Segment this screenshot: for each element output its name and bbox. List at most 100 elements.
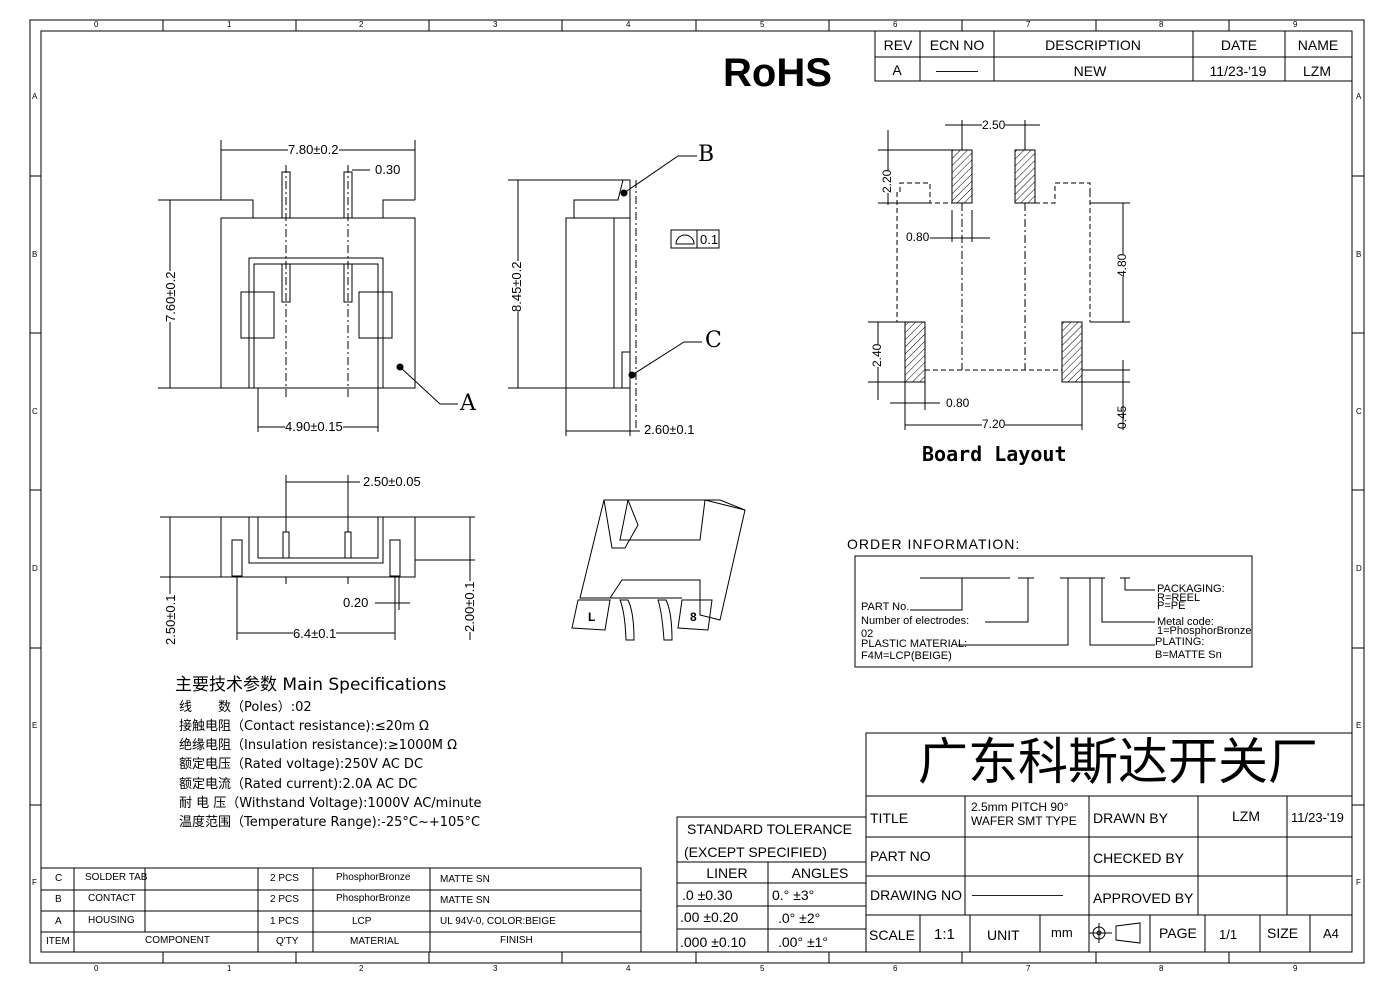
order-packaging: PACKAGING: — [1157, 583, 1225, 595]
dim-bottom-height: 2.50±0.1 — [163, 594, 178, 645]
board-gap: 4.80 — [1115, 253, 1129, 277]
spec-contact-resistance: 接触电阻（Contact resistance):≤20m Ω — [179, 719, 429, 734]
date-header: DATE — [1220, 37, 1258, 53]
bom-header-material: MATERIAL — [350, 936, 400, 947]
rev-header: REV — [883, 37, 913, 53]
grid-col-label: 1 — [227, 964, 232, 973]
grid-col-label: 7 — [1026, 964, 1031, 973]
bom-header-item: ITEM — [46, 936, 70, 947]
grid-col-label: 2 — [359, 964, 364, 973]
revision-table — [874, 30, 1353, 82]
grid-row-label: D — [32, 564, 38, 573]
bom-item-a: A — [55, 916, 62, 927]
board-pitch: 2.50 — [982, 118, 1006, 132]
bom-finish-c: MATTE SN — [440, 874, 490, 885]
tolerance-linear-3: .000 ±0.10 — [680, 934, 747, 950]
grid-row-label: A — [1356, 92, 1362, 101]
specs-title: 主要技术参数 Main Specifications — [175, 675, 447, 695]
front-view — [158, 140, 458, 432]
grid-col-label: 8 — [1159, 964, 1164, 973]
grid-col-label: 1 — [227, 20, 232, 29]
bom-comp-c: SOLDER TAB — [85, 872, 148, 883]
order-electrodes-value: 02 — [861, 628, 874, 640]
board-offset: 0.45 — [1115, 405, 1129, 429]
title-value-line2: WAFER SMT TYPE — [971, 814, 1077, 828]
bom-header-component: COMPONENT — [145, 935, 210, 946]
dim-front-height: 7.60±0.2 — [163, 271, 178, 322]
dim-side-height: 8.45±0.2 — [509, 261, 524, 312]
bom-finish-a: UL 94V-0, COLOR:BEIGE — [440, 916, 556, 927]
dim-bottom-depth: 2.00±0.1 — [462, 581, 477, 632]
order-plastic: PLASTIC MATERIAL: — [861, 638, 968, 650]
unit-value: mm — [1051, 925, 1073, 940]
spec-voltage: 额定电压（Rated voltage):250V AC DC — [179, 757, 424, 772]
approved-by-label: APPROVED BY — [1093, 890, 1194, 906]
bom-qty-b: 2 PCS — [270, 894, 299, 905]
grid-col-label: 9 — [1293, 964, 1298, 973]
board-pad-width: 0.80 — [906, 230, 930, 244]
name-header: NAME — [1297, 37, 1339, 53]
grid-row-label: A — [32, 92, 38, 101]
drawn-date: 11/23-'19 — [1291, 810, 1344, 825]
grid-col-label: 5 — [760, 20, 765, 29]
spec-poles: 线 数（Poles）:02 — [179, 700, 312, 715]
grid-col-label: 4 — [626, 964, 631, 973]
grid-row-label: B — [32, 250, 38, 259]
bottom-view — [160, 475, 475, 640]
bom-finish-b: MATTE SN — [440, 895, 490, 906]
bom-qty-a: 1 PCS — [270, 916, 299, 927]
grid-col-label: 6 — [893, 964, 898, 973]
grid-col-label: 6 — [893, 20, 898, 29]
order-metal-value: 1=PhosphorBronze — [1157, 625, 1252, 637]
size-value: A4 — [1323, 926, 1339, 941]
page-label: PAGE — [1159, 925, 1197, 941]
bom-mat-a: LCP — [352, 916, 372, 927]
grid-col-label: 2 — [359, 20, 364, 29]
callout-a: A — [460, 391, 476, 416]
bom-table — [40, 867, 642, 953]
scale-label: SCALE — [869, 927, 915, 943]
grid-row-label: E — [32, 721, 38, 730]
spec-insulation: 绝缘电阻（Insulation resistance):≥1000M Ω — [179, 738, 458, 753]
side-view — [508, 155, 720, 436]
grid-row-label: B — [1356, 250, 1362, 259]
spec-withstand: 耐 电 压（Withstand Voltage):1000V AC/minute — [179, 796, 482, 811]
grid-ticks — [30, 20, 1364, 963]
grid-col-label: 3 — [493, 20, 498, 29]
drawn-by-label: DRAWN BY — [1093, 810, 1168, 826]
company-name: 广东科斯达开关厂 — [918, 733, 1318, 791]
description-header: DESCRIPTION — [1045, 37, 1141, 53]
bom-mat-b: PhosphorBronze — [336, 893, 411, 904]
scale-value: 1:1 — [934, 926, 955, 943]
grid-row-label: E — [1356, 721, 1362, 730]
flatness-value: 0.1 — [700, 232, 719, 247]
iso-label-8: 8 — [690, 610, 697, 624]
dim-tab: 0.20 — [343, 595, 369, 610]
grid-row-label: C — [1356, 407, 1362, 416]
tolerance-angles: ANGLES — [791, 865, 849, 881]
title-value-line1: 2.5mm PITCH 90° — [971, 800, 1069, 814]
drawing-no-value: ——————— — [972, 887, 1063, 902]
bom-qty-c: 2 PCS — [270, 873, 299, 884]
order-metal: Metal code: — [1157, 616, 1214, 628]
order-plating: PLATING: — [1155, 636, 1205, 648]
board-pad-height: 2.20 — [880, 169, 894, 193]
dim-front-width: 7.80±0.2 — [288, 142, 339, 157]
iso-label-l: L — [588, 610, 596, 624]
dim-span: 6.4±0.1 — [293, 626, 337, 641]
size-label: SIZE — [1267, 925, 1299, 941]
checked-by-label: CHECKED BY — [1093, 850, 1185, 866]
part-no-label: PART NO — [870, 848, 931, 864]
tolerance-angle-3: .00° ±1° — [778, 934, 829, 950]
order-plastic-value: F4M=LCP(BEIGE) — [861, 650, 952, 662]
bom-mat-c: PhosphorBronze — [336, 872, 411, 883]
bom-item-c: C — [55, 873, 63, 884]
grid-col-label: 9 — [1293, 20, 1298, 29]
spec-current: 额定电流（Rated current):2.0A AC DC — [179, 777, 418, 792]
tolerance-liner: LINER — [706, 865, 748, 881]
tolerance-angle-2: .0° ±2° — [778, 910, 821, 926]
grid-col-label: 5 — [760, 964, 765, 973]
dim-side-depth: 2.60±0.1 — [644, 422, 695, 437]
grid-row-label: C — [32, 407, 38, 416]
